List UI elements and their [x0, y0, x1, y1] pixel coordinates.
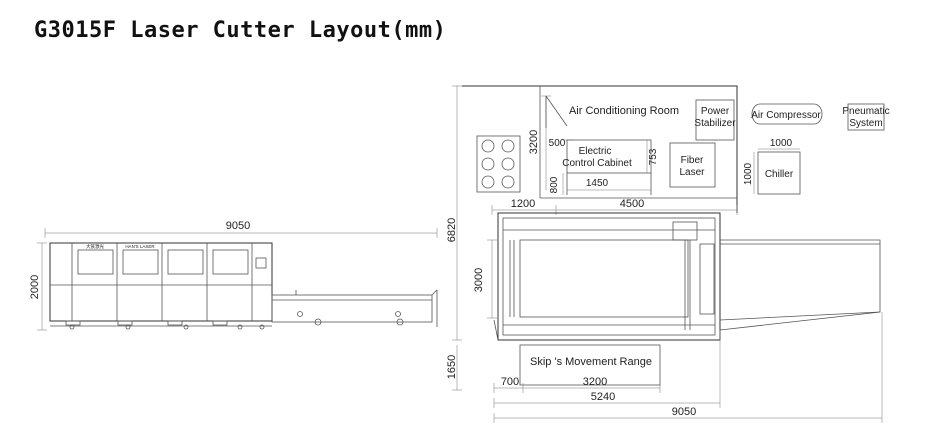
side-height-dim: 2000: [29, 275, 41, 299]
top-view: 6820 1650 3200 Air Conditioning Room Pow…: [446, 85, 890, 423]
electric-cabinet-label-2: Control Cabinet: [562, 158, 632, 169]
air-conditioning-room-label: Air Conditioning Room: [569, 105, 679, 117]
dim-500: 500: [549, 138, 566, 149]
dim-1000-height: 1000: [743, 162, 754, 185]
electric-cabinet-label-1: Electric: [579, 146, 612, 157]
panel-label-en: HAN'S LASER: [125, 244, 155, 249]
dim-753: 753: [648, 148, 659, 165]
power-stabilizer-label-2: Stabilizer: [694, 118, 736, 129]
window-1: [77, 249, 114, 275]
window-3: [167, 249, 204, 275]
gantry-head: [672, 221, 698, 241]
dim-800: 800: [549, 176, 560, 193]
exchange-table-top: [719, 239, 881, 331]
dim-1000-width: 1000: [770, 138, 793, 149]
power-stabilizer: [695, 99, 735, 141]
power-stabilizer-label-1: Power: [701, 106, 730, 117]
machine-body: [49, 242, 273, 322]
air-compressor-label: Air Compressor: [751, 110, 821, 121]
dim-700: 700: [501, 376, 519, 388]
electric-control-cabinet: [566, 139, 652, 174]
air-compressor: [751, 103, 823, 125]
dim-6820: 6820: [446, 218, 458, 242]
fiber-laser: [669, 142, 716, 188]
dim-1450: 1450: [586, 178, 609, 189]
machine-top-view: [497, 212, 721, 341]
pneumatic-label-2: System: [849, 118, 882, 129]
dim-3000: 3000: [473, 268, 485, 292]
panel-switch: [255, 257, 267, 269]
dim-4500: 4500: [620, 198, 644, 210]
dim-1200: 1200: [511, 198, 535, 210]
fiber-laser-label-2: Laser: [679, 167, 705, 178]
dim-1650: 1650: [446, 355, 458, 379]
side-width-dim: 9050: [226, 220, 250, 232]
accessory-grid: [476, 135, 521, 193]
skip-movement-range: [519, 344, 661, 386]
fiber-laser-label-1: Fiber: [681, 155, 704, 166]
dim-5240: 5240: [591, 391, 615, 403]
panel-label-cn: 大族激光: [86, 243, 104, 250]
dim-9050: 9050: [672, 406, 696, 418]
page-title: G3015F Laser Cutter Layout(mm): [34, 18, 447, 43]
chiller-label: Chiller: [765, 169, 794, 180]
chiller: [757, 151, 801, 195]
exchange-table: [271, 294, 433, 323]
side-view: 9050 2000 大族激光 HAN'S LASER: [29, 220, 438, 331]
room-outline: [462, 85, 738, 213]
window-4: [212, 249, 249, 275]
window-2: [122, 249, 159, 275]
pneumatic-system: [847, 103, 885, 131]
pneumatic-label-1: Pneumatic: [842, 106, 889, 117]
cutting-bed: [519, 239, 689, 318]
skip-range-label: Skip 's Movement Range: [530, 356, 652, 368]
dim-3200-skip: 3200: [583, 376, 607, 388]
dim-3200-room: 3200: [528, 130, 540, 154]
